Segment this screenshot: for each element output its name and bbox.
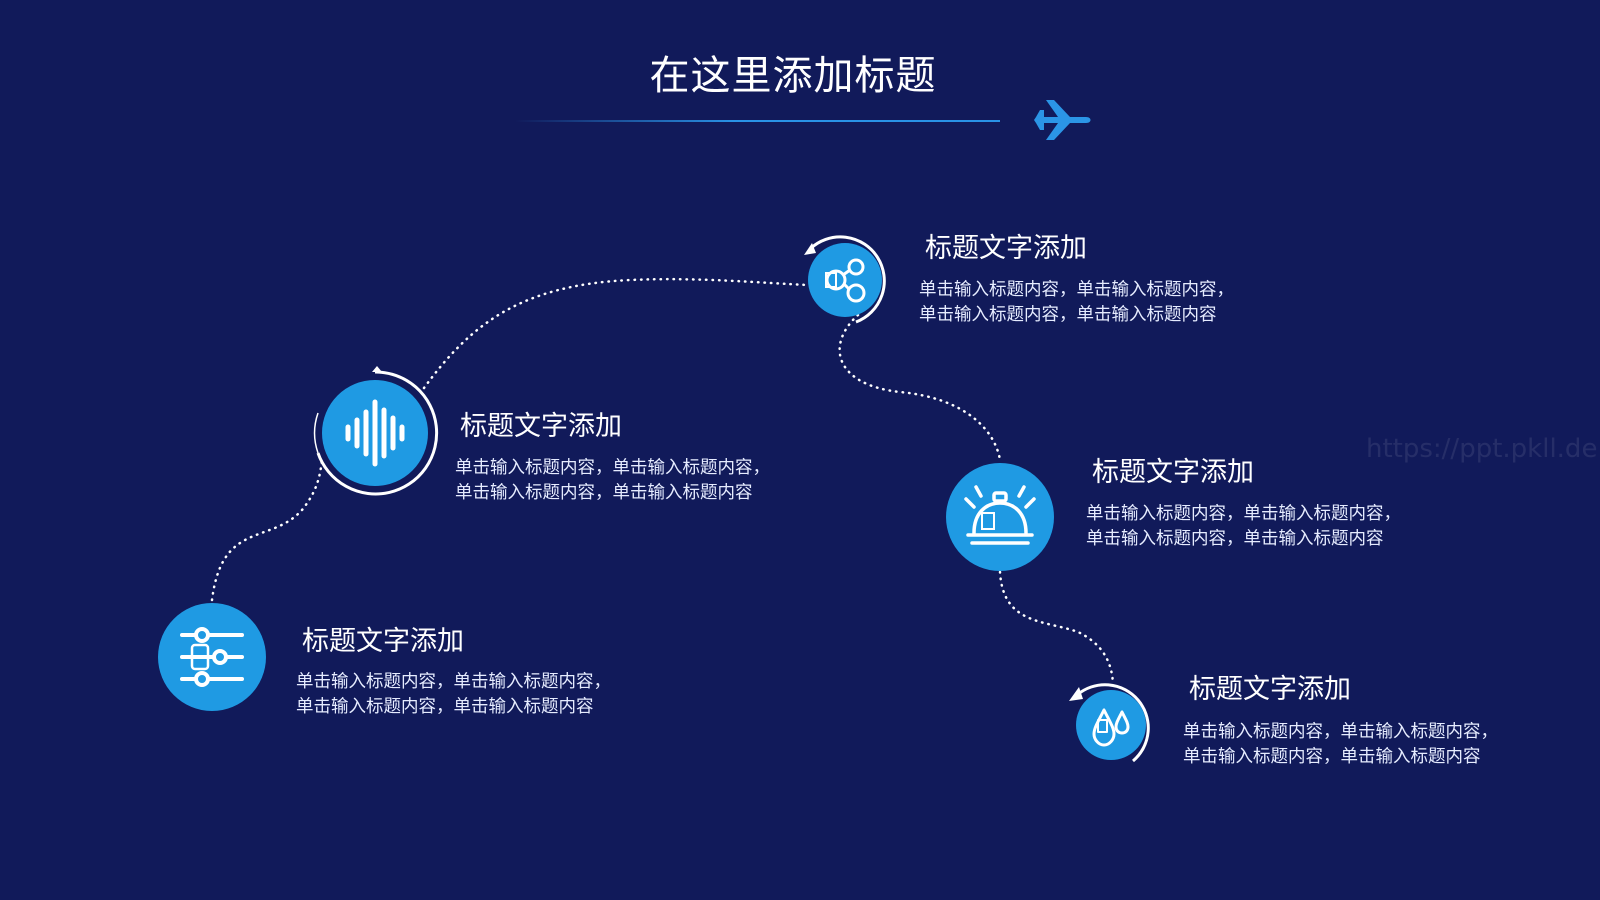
molecule-icon <box>825 258 866 303</box>
item-description: 单击输入标题内容，单击输入标题内容， 单击输入标题内容，单击输入标题内容 <box>455 456 770 506</box>
item-description-line: 单击输入标题内容，单击输入标题内容， <box>455 458 770 478</box>
item-description: 单击输入标题内容，单击输入标题内容， 单击输入标题内容，单击输入标题内容 <box>296 670 611 720</box>
watermark: https://ppt.pkll.de <box>1366 434 1598 464</box>
item-description-line: 单击输入标题内容，单击输入标题内容， <box>919 280 1234 300</box>
sound-wave-icon <box>345 399 405 467</box>
progress-ring <box>1069 683 1150 763</box>
item-title: 标题文字添加 <box>1092 457 1254 488</box>
item-description-line: 单击输入标题内容，单击输入标题内容 <box>296 697 594 717</box>
item-description-line: 单击输入标题内容，单击输入标题内容， <box>1086 504 1401 524</box>
item-description-line: 单击输入标题内容，单击输入标题内容， <box>296 672 611 692</box>
item-title: 标题文字添加 <box>925 233 1087 264</box>
item-description-line: 单击输入标题内容，单击输入标题内容 <box>1086 529 1384 549</box>
water-drops-icon <box>1092 708 1130 747</box>
progress-ring <box>313 366 439 496</box>
item-description-line: 单击输入标题内容，单击输入标题内容 <box>455 483 753 503</box>
item-title: 标题文字添加 <box>302 626 464 657</box>
route-segment <box>210 458 324 602</box>
title-underline <box>515 120 1000 122</box>
item-description-line: 单击输入标题内容，单击输入标题内容 <box>1183 747 1481 767</box>
item-title: 标题文字添加 <box>1189 674 1351 705</box>
item-title: 标题文字添加 <box>460 411 622 442</box>
step-node <box>808 243 882 317</box>
item-description-line: 单击输入标题内容，单击输入标题内容， <box>1183 722 1498 742</box>
route-segment <box>998 570 1115 686</box>
service-bell-icon <box>964 485 1036 545</box>
route-segment <box>838 313 1002 462</box>
item-description: 单击输入标题内容，单击输入标题内容， 单击输入标题内容，单击输入标题内容 <box>919 278 1234 328</box>
item-description: 单击输入标题内容，单击输入标题内容， 单击输入标题内容，单击输入标题内容 <box>1183 720 1498 770</box>
progress-ring <box>804 235 886 324</box>
step-node <box>946 463 1054 571</box>
step-node <box>1076 690 1146 760</box>
step-node <box>322 380 428 486</box>
airplane-icon <box>1034 100 1091 140</box>
sliders-icon <box>180 627 244 687</box>
page-title: 在这里添加标题 <box>649 53 937 99</box>
item-description-line: 单击输入标题内容，单击输入标题内容 <box>919 305 1217 325</box>
route-segment <box>422 277 810 390</box>
item-description: 单击输入标题内容，单击输入标题内容， 单击输入标题内容，单击输入标题内容 <box>1086 502 1401 552</box>
step-node <box>158 603 266 711</box>
